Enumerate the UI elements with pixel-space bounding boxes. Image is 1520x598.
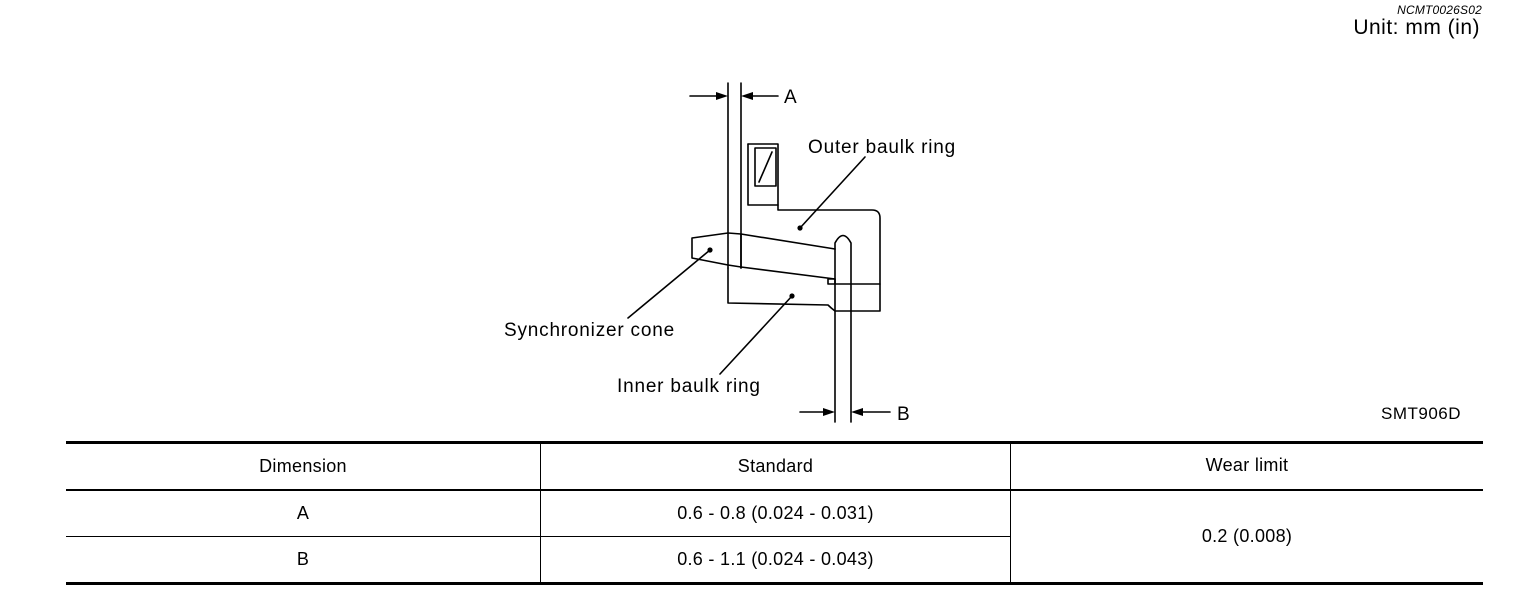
label-synchronizer-cone: Synchronizer cone bbox=[504, 320, 675, 341]
row-b-standard: 0.6 - 1.1 (0.024 - 0.043) bbox=[677, 549, 874, 569]
header-divider bbox=[66, 489, 1483, 491]
dim-a-arrowhead-left bbox=[716, 92, 728, 100]
column-divider-1 bbox=[540, 444, 541, 582]
reference-code: NCMT0026S02 bbox=[1397, 3, 1482, 17]
row-divider-a bbox=[66, 536, 1010, 537]
column-divider-2 bbox=[1010, 444, 1011, 582]
figure-id: SMT906D bbox=[1381, 404, 1462, 423]
dim-a-arrowhead-right bbox=[741, 92, 753, 100]
table-top-rule bbox=[66, 441, 1483, 444]
outer-baulk-ring-tooth bbox=[754, 147, 777, 187]
header-wear-limit: Wear limit bbox=[1205, 454, 1289, 475]
dim-b-arrowhead-left bbox=[823, 408, 835, 416]
synchronizer-cone-outline bbox=[691, 232, 836, 280]
specification-table: Dimension Standard Wear limit A 0.6 - 0.… bbox=[66, 441, 1483, 585]
leader-dot-outer bbox=[797, 225, 803, 231]
label-dim-a: A bbox=[784, 87, 797, 108]
leader-synchronizer-cone bbox=[627, 249, 711, 319]
leader-outer-baulk-ring bbox=[799, 156, 866, 229]
label-inner-baulk-ring: Inner baulk ring bbox=[617, 376, 761, 397]
baulk-ring-diagram: A B Outer baulk ring Synchronizer cone I… bbox=[504, 82, 956, 425]
outer-ring-lug bbox=[747, 143, 779, 206]
row-a-standard: 0.6 - 0.8 (0.024 - 0.031) bbox=[677, 503, 874, 523]
label-dim-b: B bbox=[897, 404, 910, 425]
table-bottom-rule bbox=[66, 582, 1483, 585]
unit-label: Unit: mm (in) bbox=[1353, 16, 1480, 39]
outer-baulk-ring-outline bbox=[740, 143, 881, 285]
row-b-dimension: B bbox=[296, 549, 310, 569]
wear-limit-value: 0.2 (0.008) bbox=[1201, 526, 1293, 546]
header-dimension: Dimension bbox=[259, 456, 347, 476]
leader-dot-cone bbox=[707, 247, 713, 253]
dim-b-arrowhead-right bbox=[851, 408, 863, 416]
hook-profile bbox=[834, 234, 852, 312]
leader-dot-inner bbox=[789, 293, 795, 299]
header-standard: Standard bbox=[737, 456, 814, 476]
leader-inner-baulk-ring bbox=[719, 295, 793, 375]
label-outer-baulk-ring: Outer baulk ring bbox=[808, 137, 956, 158]
outer-baulk-ring-tooth-hatch bbox=[758, 151, 773, 183]
row-a-dimension: A bbox=[296, 503, 310, 523]
